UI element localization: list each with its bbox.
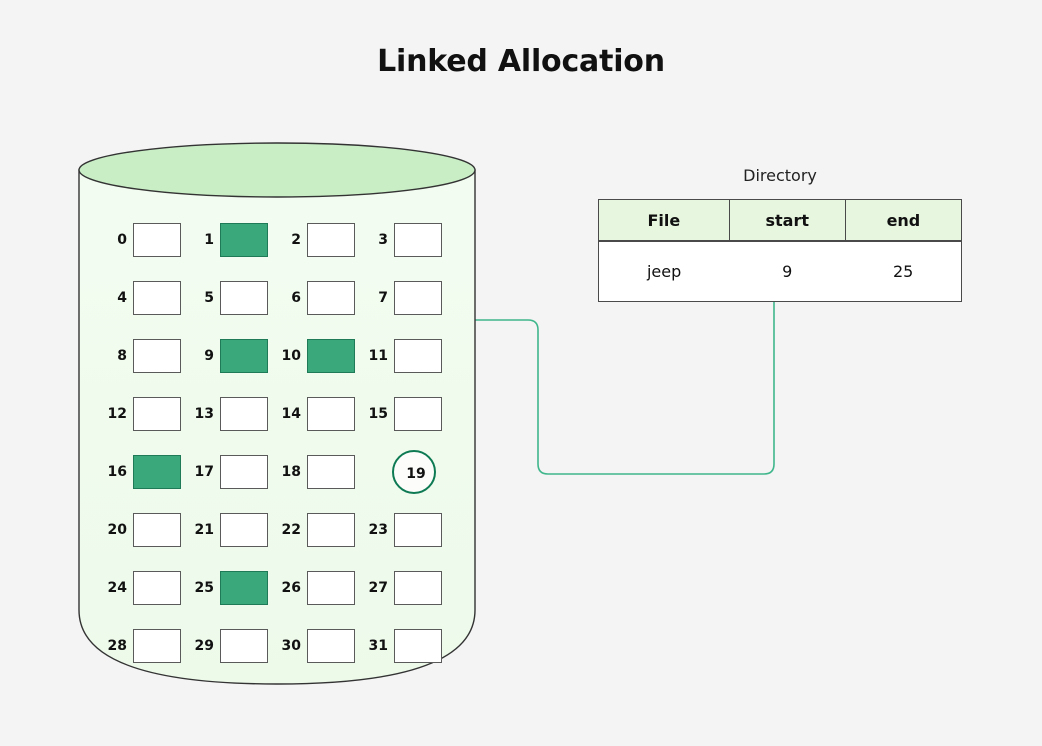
disk-block-label-12: 12	[107, 406, 127, 422]
disk-block-label-26: 26	[281, 580, 301, 596]
disk-block-8[interactable]	[133, 339, 181, 373]
disk-block-29[interactable]	[220, 629, 268, 663]
disk-block-30[interactable]	[307, 629, 355, 663]
directory-row-jeep[interactable]: jeep 9 25	[598, 241, 963, 302]
disk-block-label-29: 29	[194, 638, 214, 654]
disk-block-label-22: 22	[281, 522, 301, 538]
directory-header-start: start	[728, 199, 846, 242]
disk-block-10[interactable]	[307, 339, 355, 373]
disk-block-9[interactable]	[220, 339, 268, 373]
disk-block-1[interactable]	[220, 223, 268, 257]
disk-block-25[interactable]	[220, 571, 268, 605]
disk-block-label-11: 11	[368, 348, 388, 364]
disk-block-23[interactable]	[394, 513, 442, 547]
page-title: Linked Allocation	[377, 44, 665, 79]
disk-block-21[interactable]	[220, 513, 268, 547]
disk-block-label-6: 6	[291, 290, 301, 306]
disk-block-4[interactable]	[133, 281, 181, 315]
disk-block-18[interactable]	[307, 455, 355, 489]
directory-title: Directory	[743, 166, 817, 185]
disk-block-label-28: 28	[107, 638, 127, 654]
directory-header-file: File	[598, 199, 730, 242]
disk-block-label-10: 10	[281, 348, 301, 364]
disk-block-label-17: 17	[194, 464, 214, 480]
disk-block-14[interactable]	[307, 397, 355, 431]
disk-block-7[interactable]	[394, 281, 442, 315]
disk-block-5[interactable]	[220, 281, 268, 315]
disk-block-31[interactable]	[394, 629, 442, 663]
directory-header-end: end	[844, 199, 963, 242]
disk-block-label-25: 25	[194, 580, 214, 596]
disk-block-11[interactable]	[394, 339, 442, 373]
disk-block-17[interactable]	[220, 455, 268, 489]
disk-block-label-14: 14	[281, 406, 301, 422]
disk-block-2[interactable]	[307, 223, 355, 257]
disk-block-label-9: 9	[204, 348, 214, 364]
directory-cell-end: 25	[845, 241, 963, 302]
disk-block-6[interactable]	[307, 281, 355, 315]
disk-block-12[interactable]	[133, 397, 181, 431]
disk-block-label-20: 20	[107, 522, 127, 538]
disk-block-label-0: 0	[117, 232, 127, 248]
disk-block-label-4: 4	[117, 290, 127, 306]
directory-table: File start end jeep 9 25	[598, 199, 963, 302]
disk-block-label-7: 7	[378, 290, 388, 306]
disk-block-label-1: 1	[204, 232, 214, 248]
disk-block-27[interactable]	[394, 571, 442, 605]
disk-block-label-13: 13	[194, 406, 214, 422]
disk-block-label-15: 15	[368, 406, 388, 422]
directory-cell-file: jeep	[598, 241, 730, 302]
disk-block-label-16: 16	[107, 464, 127, 480]
disk-block-label-8: 8	[117, 348, 127, 364]
disk-block-label-21: 21	[194, 522, 214, 538]
disk-block-label-23: 23	[368, 522, 388, 538]
disk-block-label-24: 24	[107, 580, 127, 596]
disk-block-label-3: 3	[378, 232, 388, 248]
disk-block-24[interactable]	[133, 571, 181, 605]
directory-header-row: File start end	[598, 199, 963, 242]
disk-block-26[interactable]	[307, 571, 355, 605]
disk-block-label-30: 30	[281, 638, 301, 654]
disk-block-28[interactable]	[133, 629, 181, 663]
disk-block-20[interactable]	[133, 513, 181, 547]
disk-block-22[interactable]	[307, 513, 355, 547]
disk-block-0[interactable]	[133, 223, 181, 257]
disk-block-label-2: 2	[291, 232, 301, 248]
disk-block-label-27: 27	[368, 580, 388, 596]
disk-block-label-5: 5	[204, 290, 214, 306]
disk-block-label-19: 19	[406, 466, 426, 482]
disk-block-label-31: 31	[368, 638, 388, 654]
disk-block-19[interactable]: 19	[392, 450, 436, 494]
disk-block-16[interactable]	[133, 455, 181, 489]
disk-block-15[interactable]	[394, 397, 442, 431]
disk-block-13[interactable]	[220, 397, 268, 431]
directory-cell-start: 9	[729, 241, 846, 302]
disk-block-label-18: 18	[281, 464, 301, 480]
disk-block-3[interactable]	[394, 223, 442, 257]
